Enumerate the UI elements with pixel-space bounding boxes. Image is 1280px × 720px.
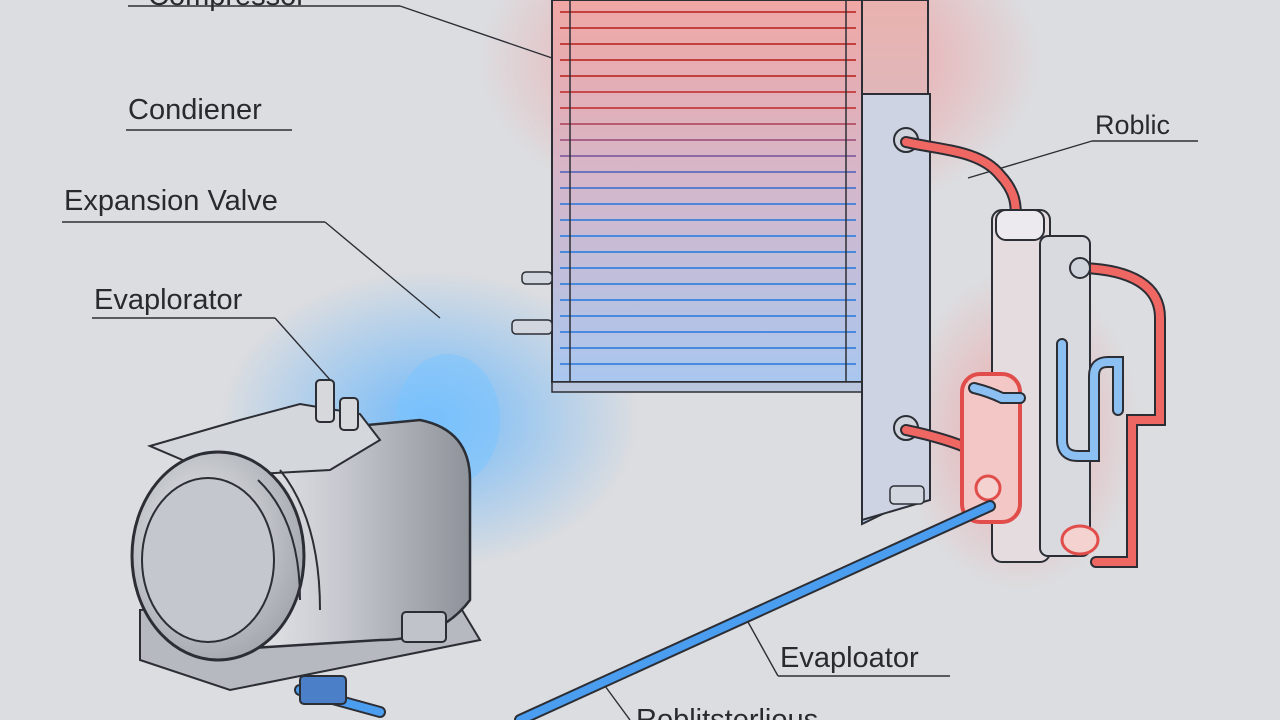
label-top-partial: Compressor (148, 0, 306, 11)
label-evaporator-left: Evaplorator (94, 284, 243, 316)
compressor-fitting-2 (339, 397, 359, 431)
leader-evap-left-diag (274, 317, 333, 383)
label-evaporator-right: Evaploator (780, 642, 919, 674)
leader-top-diag (399, 5, 553, 59)
radiator-bracket-left (511, 319, 553, 335)
hot-refrigerant-lines (900, 136, 1166, 568)
leader-expansion-diag (324, 221, 441, 319)
label-condenser: Condiener (128, 94, 262, 126)
leader-evap-right-diag (747, 621, 779, 677)
receiver-nut (1069, 257, 1091, 279)
radiator-bracket-left-2 (521, 271, 553, 285)
label-bottom-partial: Roblitsterlious (636, 704, 819, 720)
radiator-fins (560, 11, 856, 365)
compressor-outlet (299, 675, 347, 705)
radiator-tank (861, 93, 931, 522)
compressor (130, 379, 482, 705)
label-roblic: Roblic (1095, 110, 1171, 140)
receiver-cap (995, 209, 1045, 241)
condenser-radiator (511, 0, 931, 526)
label-expansion-valve: Expansion Valve (64, 185, 278, 217)
compressor-pulley-inner (141, 477, 275, 643)
leader-lines (62, 5, 1198, 720)
leader-bottom (604, 685, 631, 720)
radiator-core (551, 0, 863, 383)
compressor-mount (401, 611, 447, 643)
valve-heart-fitting (1060, 524, 1100, 556)
receiver-drier-assembly (960, 209, 1124, 563)
valve-port (974, 474, 1002, 502)
radiator-foot (889, 485, 925, 505)
compressor-fitting (315, 379, 335, 423)
